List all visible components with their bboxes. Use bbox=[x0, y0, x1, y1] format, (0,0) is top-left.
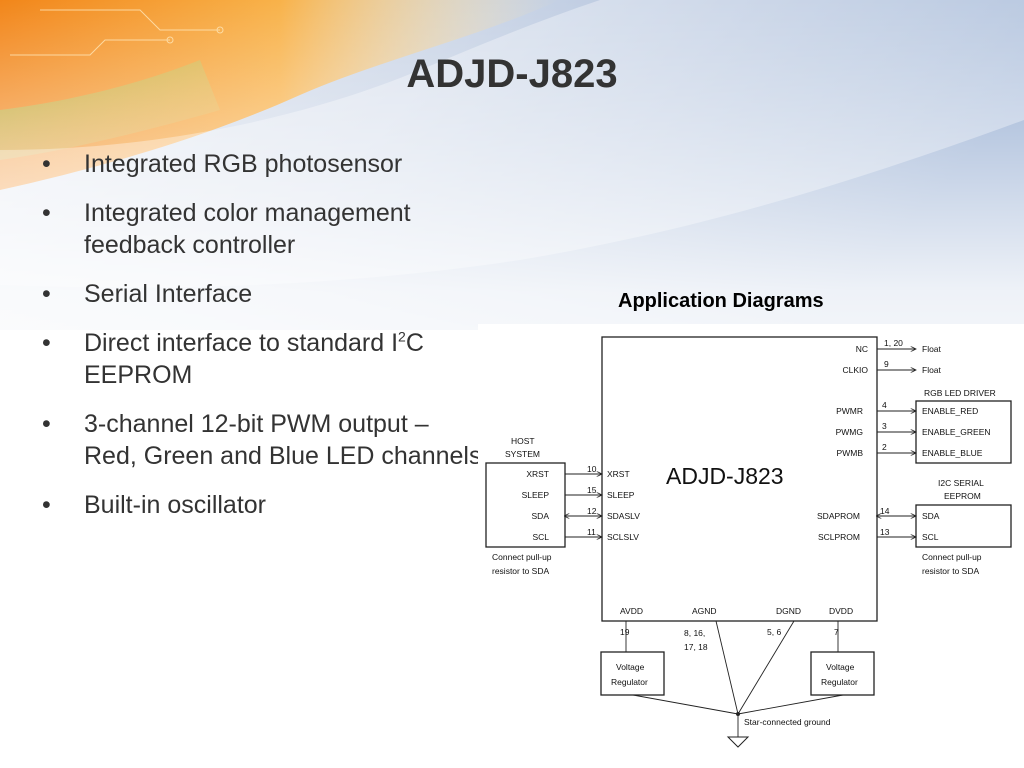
pin-name: DGND bbox=[776, 606, 801, 616]
pin-name: NC bbox=[856, 344, 868, 354]
bullet-dot-icon: • bbox=[42, 150, 51, 178]
regulator-left bbox=[600, 651, 665, 696]
regulator-text-1: Voltage bbox=[826, 662, 855, 672]
host-pin: SDA bbox=[532, 511, 550, 521]
ground-symbol-icon bbox=[726, 736, 750, 748]
pin-number: 17, 18 bbox=[684, 642, 708, 652]
pin-name: SDAPROM bbox=[817, 511, 860, 521]
pin-name: SLEEP bbox=[607, 490, 635, 500]
host-note-1: Connect pull-up bbox=[492, 552, 552, 562]
pin-name: CLKIO bbox=[842, 365, 868, 375]
bullet-text: Direct interface to standard I bbox=[84, 329, 399, 357]
list-item: • Integrated RGB photosensor bbox=[42, 148, 482, 180]
pin-number: 11 bbox=[587, 527, 596, 537]
pin-number: 1, 20 bbox=[884, 338, 903, 348]
led-enable-label: ENABLE_GREEN bbox=[922, 427, 991, 437]
pin-number: 15 bbox=[587, 485, 597, 495]
pin-number: 13 bbox=[880, 527, 890, 537]
host-pin: XRST bbox=[526, 469, 549, 479]
pin-number: 19 bbox=[620, 627, 630, 637]
host-note-2: resistor to SDA bbox=[492, 566, 549, 576]
list-item: • Integrated color management feedback c… bbox=[42, 197, 482, 261]
list-item: • Direct interface to standard I2C EEPRO… bbox=[42, 327, 482, 391]
host-pin: SLEEP bbox=[522, 490, 550, 500]
pin-number: 9 bbox=[884, 359, 889, 369]
eeprom-note-2: resistor to SDA bbox=[922, 566, 979, 576]
bullet-dot-icon: • bbox=[42, 199, 51, 227]
bullet-text: Serial Interface bbox=[84, 280, 253, 308]
eeprom-note-1: Connect pull-up bbox=[922, 552, 982, 562]
ground-label: Star-connected ground bbox=[744, 717, 831, 727]
pin-name: SCLPROM bbox=[818, 532, 860, 542]
pin-name: SCLSLV bbox=[607, 532, 639, 542]
superscript-2: 2 bbox=[398, 328, 406, 345]
bullet-dot-icon: • bbox=[42, 280, 51, 308]
application-diagram: ADJD-J823 HOST SYSTEM XRST SLEEP SDA SCL… bbox=[478, 324, 1024, 768]
eeprom-caption-2: EEPROM bbox=[944, 491, 981, 501]
list-item: • Serial Interface bbox=[42, 278, 482, 310]
bullet-dot-icon: • bbox=[42, 329, 51, 357]
pin-number: 14 bbox=[880, 506, 890, 516]
pin-name: PWMG bbox=[836, 427, 863, 437]
eeprom-pin: SDA bbox=[922, 511, 940, 521]
pin-name: AGND bbox=[692, 606, 717, 616]
pin-number: 3 bbox=[882, 421, 887, 431]
host-box bbox=[485, 462, 566, 548]
regulator-text-1: Voltage bbox=[616, 662, 645, 672]
regulator-text-2: Regulator bbox=[611, 677, 648, 687]
bullet-text-tail: C EEPROM bbox=[84, 329, 424, 389]
bullet-text: Integrated color management feedback con… bbox=[84, 199, 411, 259]
bullet-text: 3-channel 12-bit PWM output – Red, Green… bbox=[84, 410, 482, 470]
bullet-text: Integrated RGB photosensor bbox=[84, 150, 403, 178]
pin-number: 7 bbox=[834, 627, 839, 637]
led-enable-label: ENABLE_BLUE bbox=[922, 448, 983, 458]
float-label: Float bbox=[922, 344, 942, 354]
eeprom-pin: SCL bbox=[922, 532, 939, 542]
led-driver-caption: RGB LED DRIVER bbox=[924, 388, 996, 398]
host-caption-1: HOST bbox=[511, 436, 535, 446]
pin-number: 5, 6 bbox=[767, 627, 781, 637]
bullet-dot-icon: • bbox=[42, 410, 51, 438]
host-caption-2: SYSTEM bbox=[505, 449, 540, 459]
pin-name: XRST bbox=[607, 469, 630, 479]
slide-title: ADJD-J823 bbox=[406, 52, 618, 96]
pin-number: 12 bbox=[587, 506, 597, 516]
regulator-text-2: Regulator bbox=[821, 677, 858, 687]
host-pin: SCL bbox=[532, 532, 549, 542]
pin-name: DVDD bbox=[829, 606, 853, 616]
list-item: • Built-in oscillator bbox=[42, 489, 482, 521]
pin-number: 10 bbox=[587, 464, 597, 474]
eeprom-box bbox=[915, 504, 1012, 548]
bullet-text: Built-in oscillator bbox=[84, 491, 267, 519]
chip-body bbox=[601, 336, 878, 622]
float-label: Float bbox=[922, 365, 942, 375]
pin-number: 8, 16, bbox=[684, 628, 705, 638]
led-enable-label: ENABLE_RED bbox=[922, 406, 978, 416]
pin-name: PWMR bbox=[836, 406, 863, 416]
pin-name: PWMB bbox=[837, 448, 864, 458]
chip-label: ADJD-J823 bbox=[666, 463, 784, 489]
diagram-heading: Application Diagrams bbox=[618, 290, 824, 312]
feature-list: • Integrated RGB photosensor • Integrate… bbox=[42, 148, 482, 538]
eeprom-caption-1: I2C SERIAL bbox=[938, 478, 984, 488]
list-item: • 3-channel 12-bit PWM output – Red, Gre… bbox=[42, 408, 482, 472]
bullet-dot-icon: • bbox=[42, 491, 51, 519]
pin-number: 2 bbox=[882, 442, 887, 452]
pin-name: SDASLV bbox=[607, 511, 640, 521]
pin-name: AVDD bbox=[620, 606, 643, 616]
pin-number: 4 bbox=[882, 400, 887, 410]
